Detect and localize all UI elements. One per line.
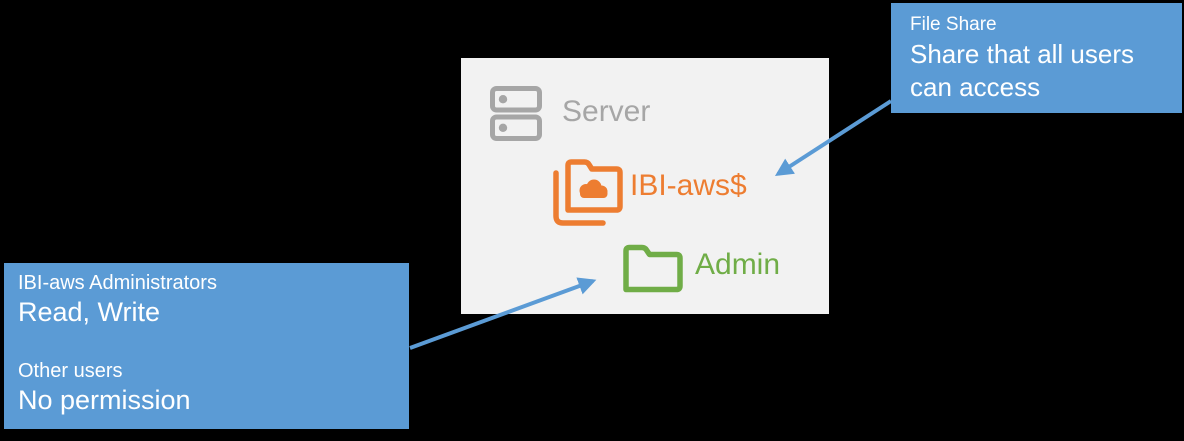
permissions-group2-label: Other users (18, 360, 123, 382)
permissions-callout: IBI-aws Administrators Read, Write Other… (4, 263, 409, 429)
file-share-callout-body-line2: can access (910, 72, 1041, 102)
file-share-label: IBI-aws$ (630, 169, 747, 202)
permissions-spacer (18, 328, 399, 358)
server-icon (490, 86, 542, 141)
file-share-callout-body-line1: Share that all users (910, 39, 1135, 69)
server-panel: Server IBI-aws$ Admin (461, 58, 829, 314)
server-label: Server (562, 95, 651, 128)
folder-icon (623, 244, 683, 293)
permissions-group1-label: IBI-aws Administrators (18, 272, 217, 294)
cloud-glyph (579, 179, 608, 198)
admin-folder-label: Admin (695, 248, 781, 281)
file-share-callout-title: File Share (910, 14, 997, 35)
shared-cloud-folder-icon (553, 159, 623, 226)
file-share-callout: File Share Share that all users can acce… (891, 3, 1182, 113)
permissions-group2-value: No permission (18, 385, 191, 415)
permissions-group1-value: Read, Write (18, 297, 161, 327)
